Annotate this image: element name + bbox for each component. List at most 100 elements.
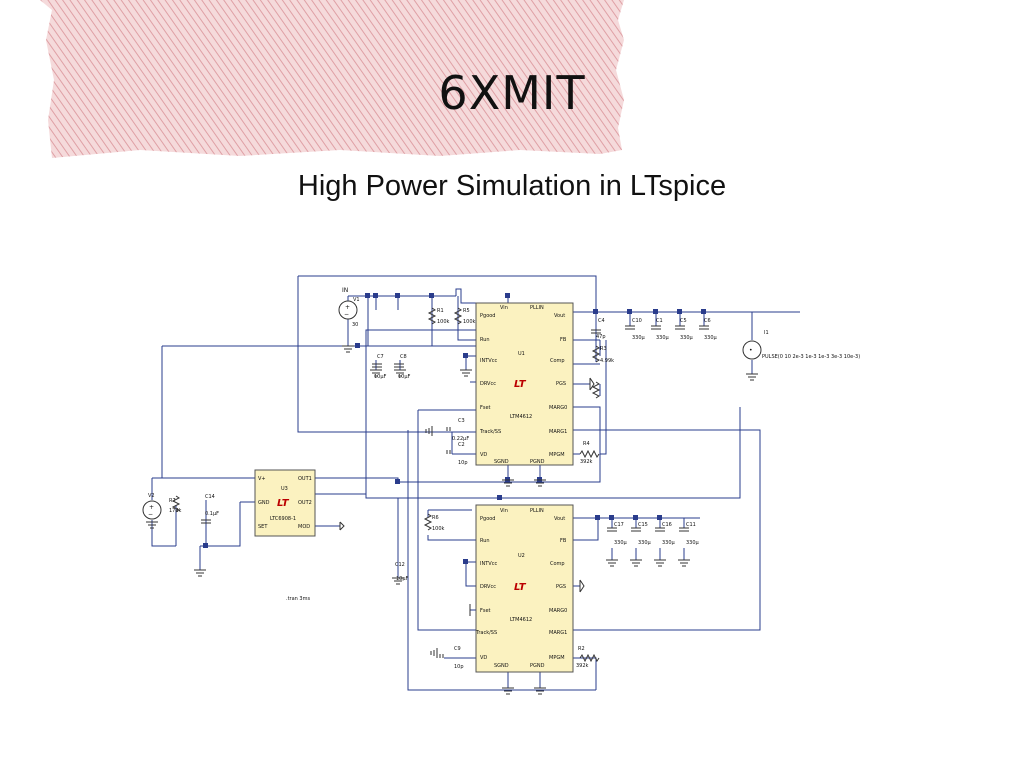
current-source-icon: • xyxy=(742,340,762,360)
u1-part: LTM4612 xyxy=(510,414,532,420)
label-c6: C6 xyxy=(704,318,711,324)
svg-text:+: + xyxy=(149,504,154,511)
u3-pin-left-2: SET xyxy=(258,524,268,530)
label-c10: C10 xyxy=(632,318,642,324)
u2-pin-right-5: MARG1 xyxy=(549,630,567,636)
u1-pin-right-5: MARG1 xyxy=(549,429,567,435)
wires xyxy=(151,275,800,691)
svg-text:•: • xyxy=(749,347,753,354)
u3-pin-left-0: V+ xyxy=(258,476,266,482)
label-r4: R4 xyxy=(583,441,590,447)
label-r1-val: 100k xyxy=(437,319,450,325)
u2-pin-right-3: PGS xyxy=(556,584,566,590)
label-c5-val: 330µ xyxy=(680,335,694,341)
u3-pin-left-1: GND xyxy=(258,500,270,506)
u1-pin-top-1: PLLIN xyxy=(530,305,544,311)
lt-logo-icon: LT xyxy=(514,379,527,390)
label-pulse: PULSE(0 10 2e-3 1e-3 1e-3 3e-3 10e-3) xyxy=(762,354,860,360)
chip-u1: Vin PLLIN Pgood Run INTVcc DRVcc Fset Tr… xyxy=(475,302,574,466)
label-c6-val: 330µ xyxy=(704,335,718,341)
spice-directive: .tran 3ms xyxy=(286,596,310,602)
u1-pin-left-0: Pgood xyxy=(480,313,495,319)
u1-pin-left-4: Fset xyxy=(480,405,491,411)
label-v2: V2 xyxy=(148,493,155,499)
label-c9: C9 xyxy=(454,646,461,652)
svg-text:−: − xyxy=(344,311,349,318)
u2-ref: U2 xyxy=(518,553,525,559)
label-c8: C8 xyxy=(400,354,407,360)
label-c9-val: 10p xyxy=(454,664,464,670)
label-c14-val: 0.1µF xyxy=(205,511,219,517)
label-c2-val: 10p xyxy=(458,460,468,466)
u1-pin-left-1: Run xyxy=(480,337,490,343)
label-r3: R3 xyxy=(600,346,607,352)
label-c17-val: 330µ xyxy=(614,540,628,546)
u2-pin-left-1: Run xyxy=(480,538,490,544)
u3-pin-right-1: OUT2 xyxy=(298,500,312,506)
chip-u2: Vin PLLIN Pgood Run INTVcc DRVcc Fset Tr… xyxy=(475,504,574,673)
label-c14: C14 xyxy=(205,494,215,500)
label-c15: C15 xyxy=(638,522,648,528)
u1-ref: U1 xyxy=(518,351,525,357)
slide-subtitle: High Power Simulation in LTspice xyxy=(297,170,727,202)
ground-icon xyxy=(146,345,758,695)
u2-pin-right-0: Vout xyxy=(554,516,565,522)
label-c1: C1 xyxy=(656,318,663,324)
u1-pin-right-3: PGS xyxy=(556,381,566,387)
u3-part: LTC6908-1 xyxy=(270,516,296,522)
label-c15-val: 330µ xyxy=(638,540,652,546)
label-c16: C16 xyxy=(662,522,672,528)
capacitor-icon xyxy=(201,325,709,658)
u1-pin-left-6: VD xyxy=(480,452,487,458)
label-c1-val: 330µ xyxy=(656,335,670,341)
u2-pin-left-2: INTVcc xyxy=(480,561,497,567)
label-v1: V1 xyxy=(353,297,360,303)
u1-pin-left-5: Track/SS xyxy=(479,429,501,435)
u3-ref: U3 xyxy=(281,486,288,492)
label-c16-val: 330µ xyxy=(662,540,676,546)
u2-pin-left-3: DRVcc xyxy=(480,584,496,590)
label-r3-val: 4.99k xyxy=(600,358,614,364)
label-r6: R6 xyxy=(432,515,439,521)
u2-pin-right-1: FB xyxy=(560,538,567,544)
u2-pin-bottom-1: PGND xyxy=(530,663,545,669)
voltage-source-icon: + − xyxy=(338,300,358,320)
u2-pin-top-0: Vin xyxy=(500,508,508,514)
u1-pin-right-4: MARG0 xyxy=(549,405,567,411)
u2-pin-right-6: MPGM xyxy=(549,655,565,661)
label-c2: C2 xyxy=(458,442,465,448)
resistor-icon xyxy=(171,307,601,663)
label-c4: C4 xyxy=(598,318,605,324)
label-c7-val: 10µF xyxy=(374,374,387,380)
label-r5: R5 xyxy=(463,308,470,314)
slide-title: 6XMIT xyxy=(438,66,586,120)
label-c3: C3 xyxy=(458,418,465,424)
lt-logo-icon: LT xyxy=(277,498,290,509)
svg-text:+: + xyxy=(345,304,350,311)
label-c10-val: 330µ xyxy=(632,335,646,341)
u1-pin-bottom-1: PGND xyxy=(530,459,545,465)
label-r4-val: 392k xyxy=(580,459,593,465)
u1-pin-right-1: FB xyxy=(560,337,567,343)
label-v1-val: 30 xyxy=(352,322,358,328)
u2-pin-top-1: PLLIN xyxy=(530,508,544,514)
label-c8-val: 10µF xyxy=(398,374,411,380)
label-c5: C5 xyxy=(680,318,687,324)
label-r1: R1 xyxy=(437,308,444,314)
u3-pin-right-0: OUT1 xyxy=(298,476,312,482)
u1-pin-right-2: Comp xyxy=(550,358,565,364)
label-c12: C12 xyxy=(395,562,405,568)
u2-part: LTM4612 xyxy=(510,617,532,623)
u2-pin-right-4: MARG0 xyxy=(549,608,567,614)
label-c11: C11 xyxy=(686,522,696,528)
label-r6-val: 100k xyxy=(432,526,445,532)
label-c17: C17 xyxy=(614,522,624,528)
chip-u3: V+ GND SET OUT1 OUT2 MOD U3 LT LTC6908-1 xyxy=(254,469,316,537)
u2-pin-left-6: VD xyxy=(480,655,487,661)
label-i1: I1 xyxy=(764,330,769,336)
voltage-source-icon: + − xyxy=(142,500,162,520)
u3-pin-right-2: MOD xyxy=(298,524,310,530)
label-c3-val: 0.22µF xyxy=(452,436,469,442)
label-r7: R7 xyxy=(169,498,176,504)
